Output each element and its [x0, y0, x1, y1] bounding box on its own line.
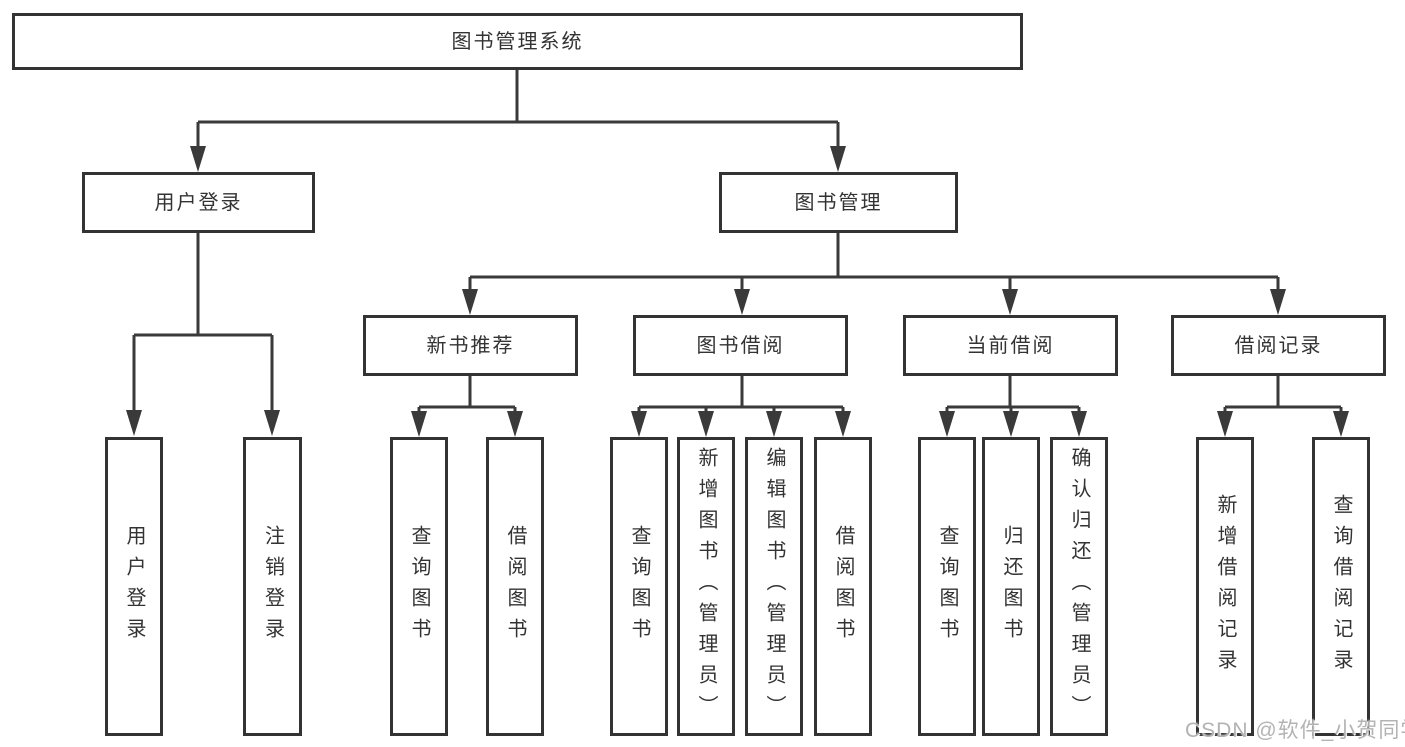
leaf-query-borrow-record: 查询借阅记录 — [1312, 437, 1370, 736]
node-current-borrowing: 当前借阅 — [903, 315, 1118, 376]
leaf-borrow-books: 借阅图书 — [814, 437, 872, 736]
node-book-borrowing: 图书借阅 — [633, 315, 848, 376]
leaf-return-books: 归还图书 — [982, 437, 1040, 736]
node-user-login: 用户登录 — [82, 172, 315, 233]
leaf-add-book-admin: 新增图书（管理员） — [677, 437, 735, 736]
leaf-add-borrow-record: 新增借阅记录 — [1196, 437, 1254, 736]
leaf-edit-book-admin: 编辑图书（管理员） — [745, 437, 803, 736]
arrowhead-icons — [126, 146, 1349, 437]
watermark: CSDN @软件_小贺同学 — [1185, 719, 1405, 742]
leaf-confirm-return-admin: 确认归还（管理员） — [1050, 437, 1108, 736]
leaf-query-books-recommend: 查询图书 — [390, 437, 448, 736]
leaf-query-books-current: 查询图书 — [918, 437, 976, 736]
leaf-logout: 注销登录 — [243, 437, 302, 736]
leaf-borrow-books-recommend: 借阅图书 — [486, 437, 544, 736]
node-book-management: 图书管理 — [719, 172, 958, 233]
node-library-management-system: 图书管理系统 — [12, 13, 1023, 70]
leaf-query-books-borrowing: 查询图书 — [610, 437, 668, 736]
node-new-book-recommendation: 新书推荐 — [363, 315, 578, 376]
leaf-user-login: 用户登录 — [105, 437, 163, 736]
node-borrowing-records: 借阅记录 — [1171, 315, 1386, 376]
